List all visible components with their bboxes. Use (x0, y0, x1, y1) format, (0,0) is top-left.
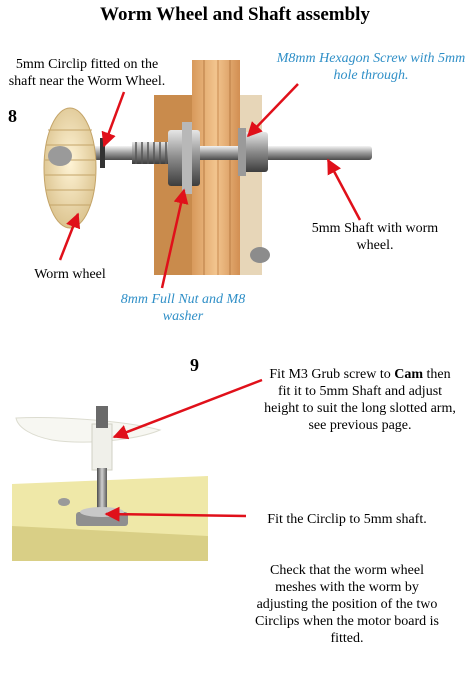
circlip-caption: 5mm Circlip fitted on the shaft near the… (8, 57, 166, 89)
grub-caption-cam: Cam (394, 367, 423, 382)
worm-wheel-arrow (58, 212, 81, 261)
grub-caption-post: then fit it to 5mm Shaft and adjust heig… (264, 367, 456, 433)
circlip-arrow (101, 91, 126, 148)
hex-screw-caption: M8mm Hexagon Screw with 5mm hole through… (276, 51, 466, 83)
hex-screw-arrow (246, 83, 299, 138)
shaft-arrow (326, 158, 362, 221)
nut-caption: 8mm Full Nut and M8 washer (120, 292, 246, 324)
grub-screw-caption: Fit M3 Grub screw to Cam then fit it to … (262, 366, 458, 434)
step-8-number: 8 (8, 106, 17, 126)
circlip-fit-arrow (104, 506, 247, 522)
step-9-number: 9 (190, 355, 199, 375)
grub-screw-arrow (112, 378, 263, 440)
worm-wheel-caption: Worm wheel (34, 267, 106, 282)
page-title: Worm Wheel and Shaft assembly (100, 4, 370, 25)
check-caption: Check that the worm wheel meshes with th… (255, 563, 439, 646)
circlip-fit-caption: Fit the Circlip to 5mm shaft. (267, 512, 427, 527)
grub-caption-pre: Fit M3 Grub screw to (269, 367, 391, 382)
step-8-photo (42, 40, 382, 275)
shaft-caption: 5mm Shaft with worm wheel. (311, 221, 439, 253)
nut-arrow (160, 188, 189, 289)
step-9-photo (12, 376, 208, 561)
